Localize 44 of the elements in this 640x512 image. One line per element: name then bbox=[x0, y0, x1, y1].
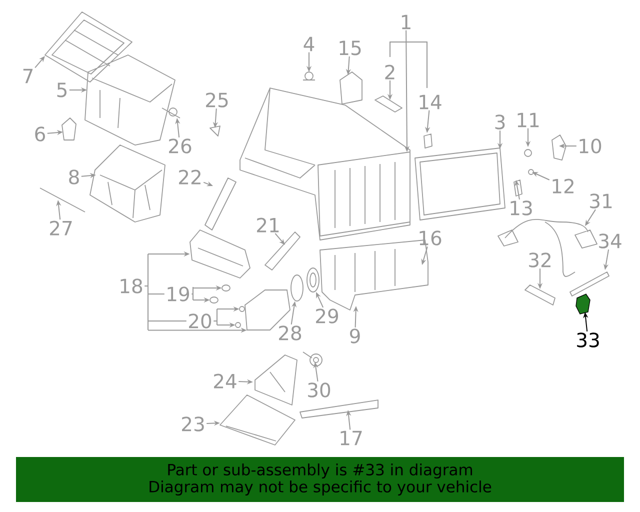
callout-number: 26 bbox=[169, 138, 192, 154]
notice-banner: Part or sub-assembly is #33 in diagram Diagram may not be specific to your vehicle bbox=[16, 457, 624, 502]
callout-number: 7 bbox=[23, 68, 33, 84]
callout-number: 14 bbox=[420, 94, 442, 110]
callout-number: 13 bbox=[510, 200, 532, 216]
part-drawing bbox=[222, 284, 230, 292]
part-drawing bbox=[210, 296, 218, 304]
callout-number: 4 bbox=[304, 36, 314, 52]
callout-number: 11 bbox=[518, 112, 539, 128]
callout-number: 23 bbox=[182, 416, 204, 432]
callout-number: 9 bbox=[350, 328, 360, 344]
callout-number: 3 bbox=[495, 114, 505, 130]
leader-line bbox=[148, 320, 187, 322]
part-drawing bbox=[190, 229, 250, 279]
callout-number: 2 bbox=[385, 64, 394, 80]
callout-number: 16 bbox=[420, 230, 442, 246]
callout-number: 19 bbox=[168, 286, 190, 302]
callout-number: 5 bbox=[57, 82, 66, 98]
part-drawing bbox=[290, 274, 304, 302]
callout-number: 17 bbox=[340, 430, 362, 446]
callout-number: 30 bbox=[308, 382, 330, 398]
callout-number: 20 bbox=[189, 314, 212, 328]
callout-number: 34 bbox=[599, 234, 622, 248]
callout-number: 15 bbox=[340, 40, 361, 56]
callout-number: 29 bbox=[316, 308, 338, 324]
callout-number: 12 bbox=[552, 178, 574, 194]
callout-number: 25 bbox=[206, 92, 228, 108]
part-drawing bbox=[235, 322, 241, 328]
callout-number: 33 bbox=[577, 332, 599, 348]
leader-line bbox=[274, 232, 285, 245]
callout-number: 22 bbox=[179, 170, 200, 184]
callout-number: 31 bbox=[590, 194, 612, 208]
callout-number: 27 bbox=[50, 220, 72, 236]
callout-number: 10 bbox=[580, 138, 602, 154]
callout-number: 6 bbox=[35, 126, 45, 142]
callout-number: 21 bbox=[257, 218, 279, 232]
part-drawing bbox=[239, 306, 245, 312]
callout-number: 1 bbox=[402, 14, 410, 30]
callout-number: 32 bbox=[529, 252, 550, 268]
callout-number: 28 bbox=[279, 326, 302, 340]
leader-line bbox=[213, 320, 218, 322]
callout-number: 18 bbox=[120, 278, 142, 294]
callout-number: 8 bbox=[69, 170, 79, 184]
callout-number: 24 bbox=[214, 374, 236, 388]
